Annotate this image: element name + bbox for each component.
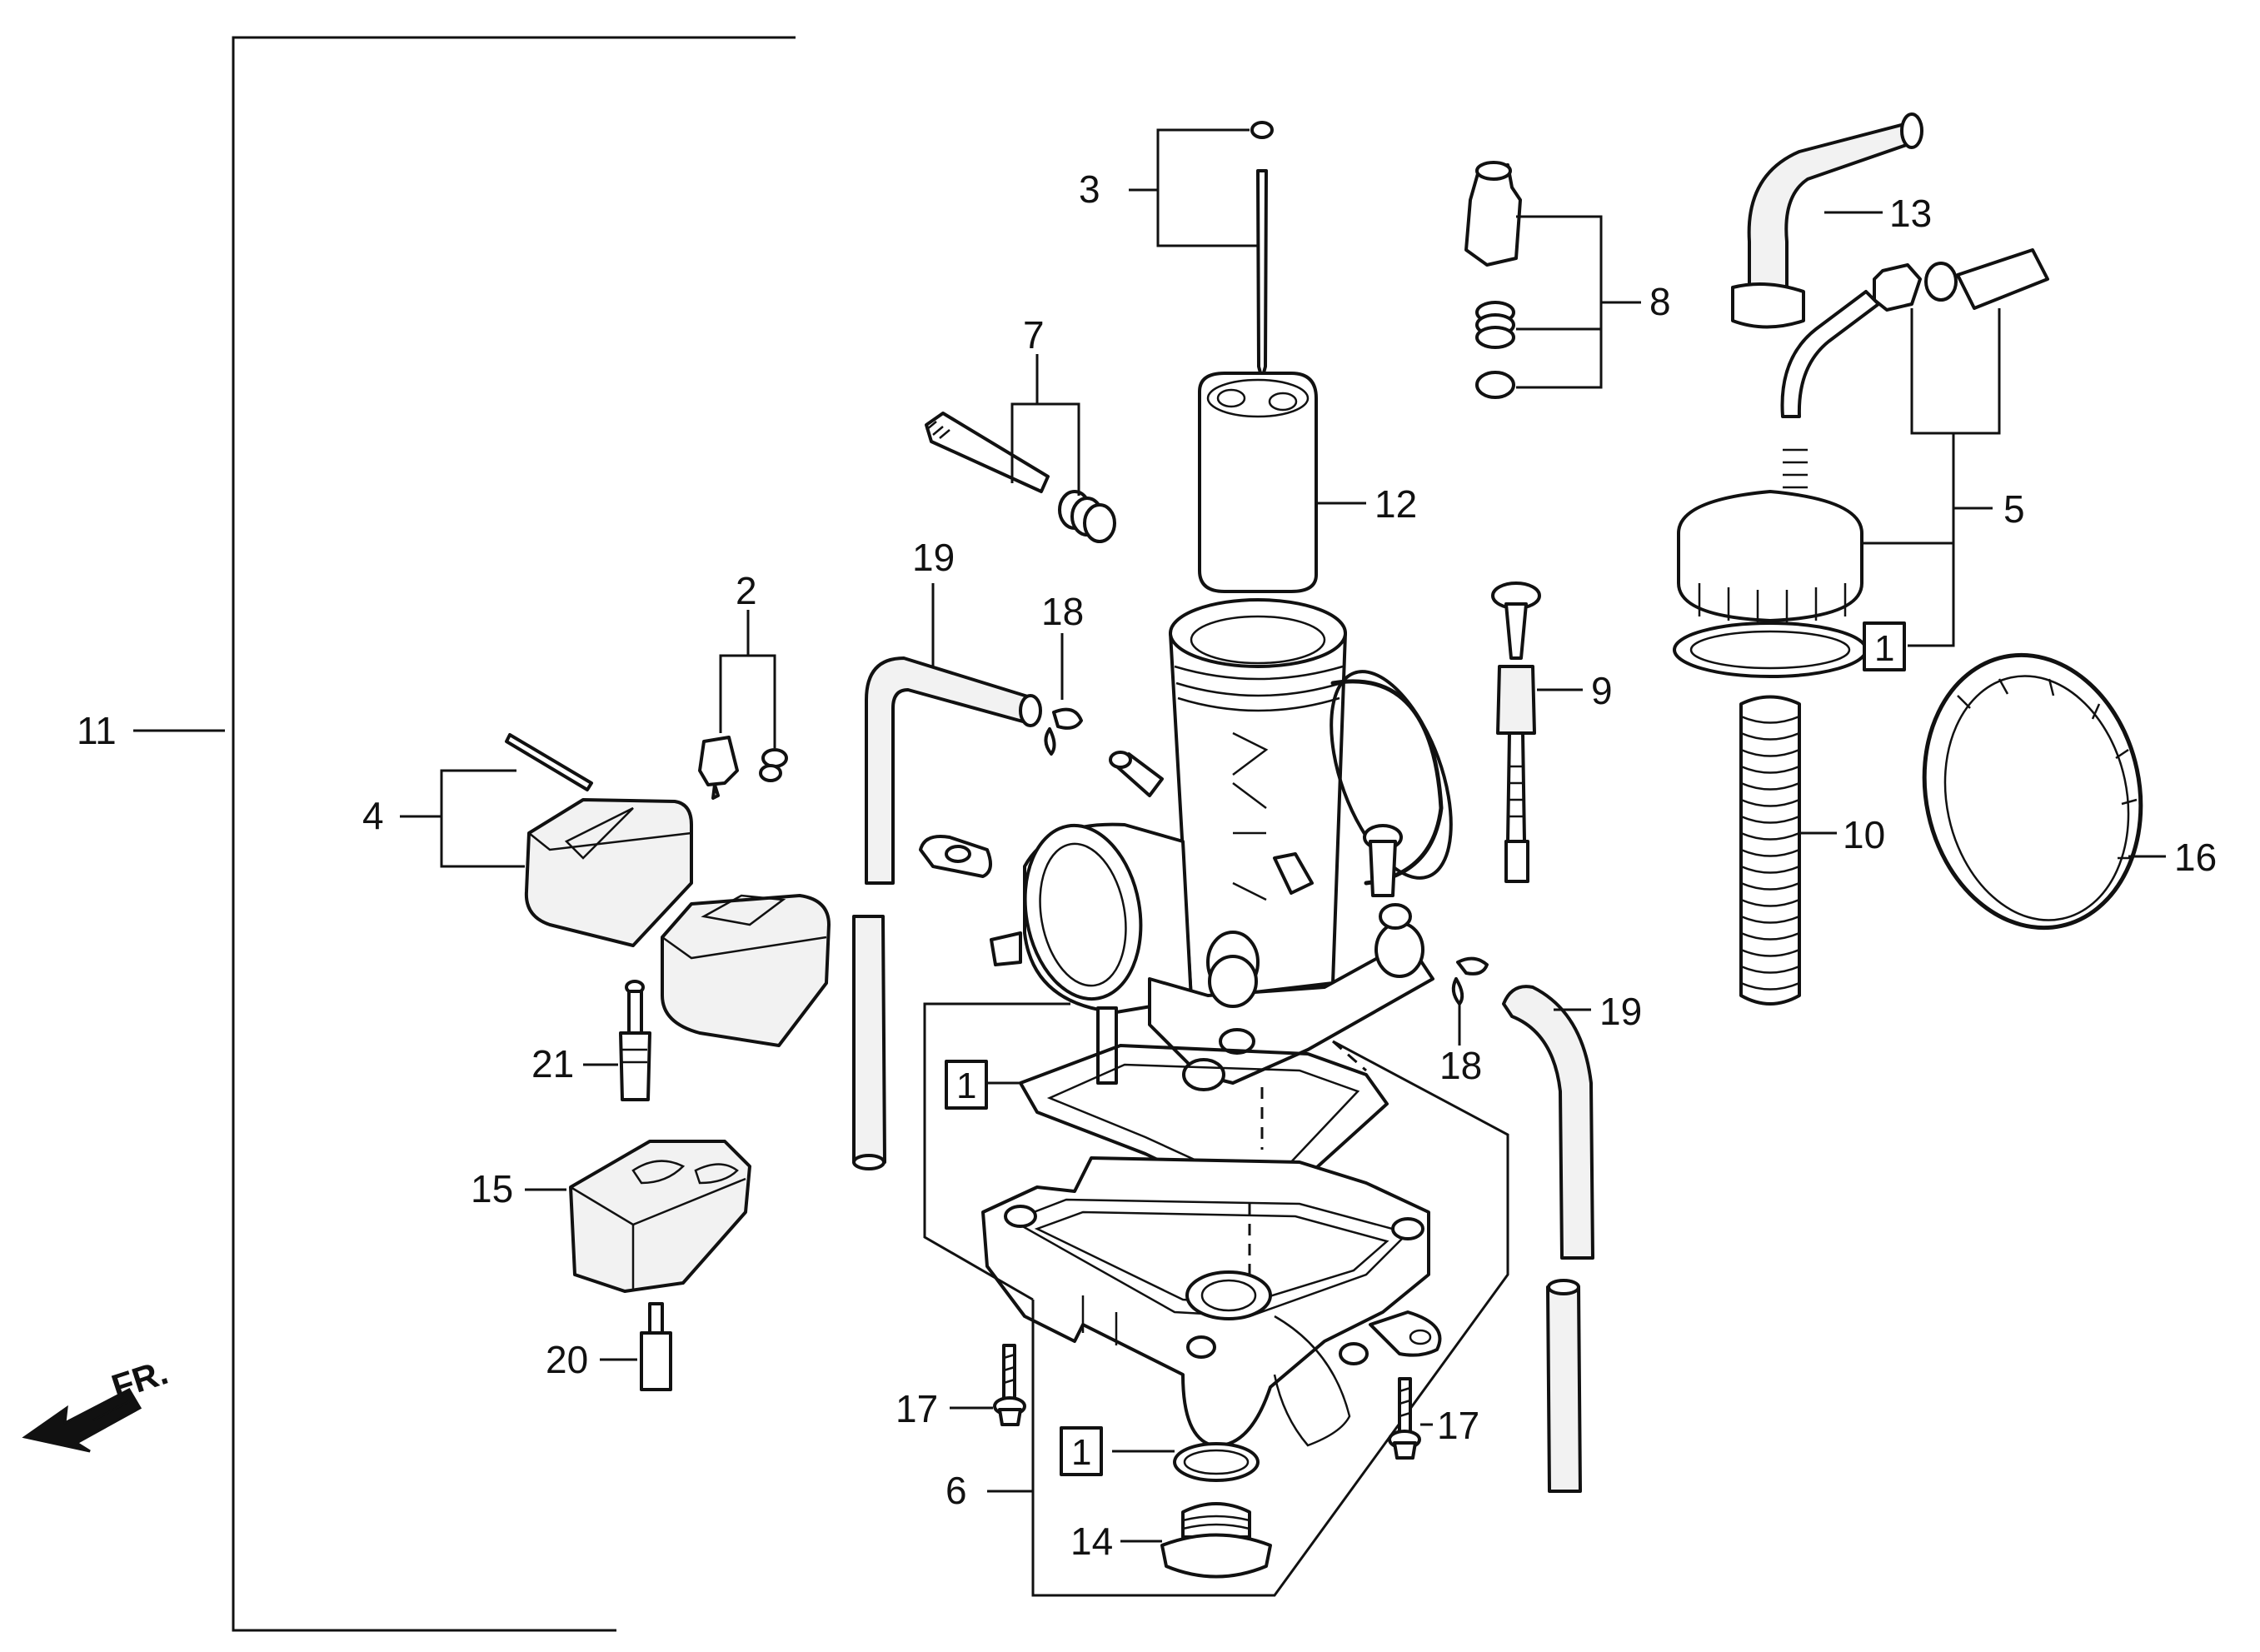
- main-jet-part-21: [583, 980, 651, 1101]
- callout-19-top: 19: [912, 536, 955, 579]
- callout-18-top: 18: [1041, 590, 1084, 633]
- baffle-part-15: [525, 1140, 751, 1293]
- callout-18-bottom: 18: [1439, 1044, 1482, 1087]
- callout-13: 13: [1889, 192, 1932, 235]
- callout-2: 2: [736, 569, 757, 612]
- throttle-valve-part-12: [1198, 372, 1366, 593]
- pilot-screw-part-8: [1464, 161, 1641, 399]
- overflow-hose-part-19-left: [852, 583, 1042, 1170]
- throttle-stop-screw-part-7: [925, 354, 1116, 543]
- hose-clip-part-18-bottom: [1451, 956, 1489, 1046]
- callout-8: 8: [1649, 280, 1671, 323]
- overflow-hose-part-19-right: [1502, 985, 1594, 1493]
- carb-top-part-5: [1673, 248, 2049, 678]
- spring-part-10: [1739, 695, 1837, 1006]
- callout-19-right: 19: [1599, 990, 1642, 1033]
- callout-16: 16: [2174, 836, 2217, 879]
- callout-14: 14: [1070, 1520, 1113, 1563]
- starter-plunger-part-9: [1491, 581, 1583, 883]
- bowl-screw-part-17-right: [1388, 1377, 1433, 1460]
- callout-17-right: 17: [1437, 1404, 1479, 1447]
- callout-3: 3: [1079, 167, 1100, 211]
- callout-11: 11: [77, 709, 117, 752]
- callout-1b: 1: [1071, 1432, 1091, 1473]
- callout-labels: 11 3 7 12 8 13 5 1 9 10 16 2 4 19 18 19 …: [77, 167, 2217, 1563]
- callout-9: 9: [1591, 669, 1613, 712]
- float-part-4: [400, 733, 831, 1047]
- float-valve-part-2: [698, 610, 788, 800]
- callout-5: 5: [2003, 487, 2025, 531]
- box-reference-1-a: [945, 1060, 988, 1110]
- vent-tube-part-13: [1731, 112, 1923, 329]
- assembly-bracket-11: [133, 36, 796, 1632]
- box-reference-1-c: [1863, 621, 1906, 671]
- clamp-band-part-16: [1922, 652, 2166, 931]
- callout-20: 20: [546, 1338, 588, 1381]
- carburetor-body: [919, 598, 1453, 1091]
- bowl-screw-part-17-left: [950, 1344, 1026, 1426]
- box-reference-1-b: [1060, 1426, 1103, 1476]
- callout-12: 12: [1374, 482, 1417, 526]
- callout-10: 10: [1843, 813, 1885, 856]
- callout-17-left: 17: [896, 1387, 938, 1430]
- float-bowl: [981, 1040, 1442, 1448]
- front-indicator-label: FR.: [107, 1352, 172, 1407]
- callout-6: 6: [945, 1469, 967, 1512]
- float-bowl-gasket: [983, 1044, 1389, 1205]
- callout-1a: 1: [956, 1066, 976, 1106]
- callout-15: 15: [471, 1167, 513, 1210]
- callout-21: 21: [531, 1042, 574, 1086]
- jet-needle-part-3: [1129, 121, 1274, 381]
- callout-1c: 1: [1874, 628, 1894, 669]
- arrow-left-down-icon: [22, 1388, 142, 1453]
- pilot-jet-part-20: [600, 1302, 672, 1391]
- callout-7: 7: [1023, 313, 1045, 357]
- hose-clip-part-18-top: [1044, 633, 1083, 756]
- drain-plug-part-14: [1112, 1442, 1272, 1579]
- callout-4: 4: [362, 794, 384, 837]
